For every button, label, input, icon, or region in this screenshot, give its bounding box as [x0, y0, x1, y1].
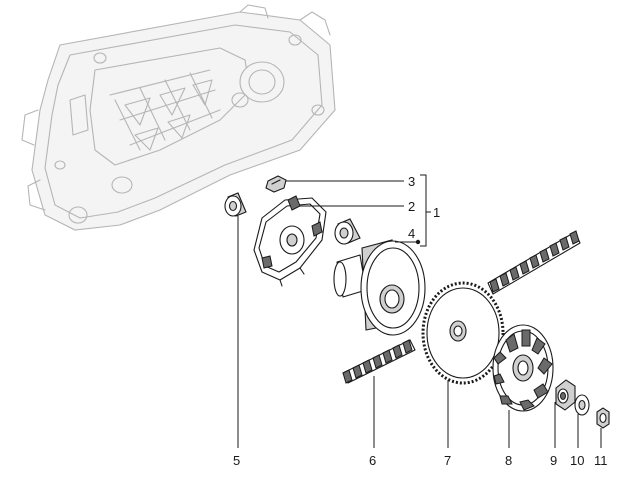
callout-1: 1 [433, 205, 440, 220]
washer-part-10 [574, 394, 590, 416]
fan-pulley-part-8 [492, 324, 554, 412]
drive-belt-part-6 [342, 339, 416, 384]
drive-belt-upper [487, 230, 581, 295]
callout-9: 9 [550, 453, 557, 468]
roller-part-5 [224, 192, 247, 217]
variator-pulley-part-4 [333, 239, 426, 336]
roller-near-pulley [334, 218, 361, 245]
callout-labels: 1 2 3 4 5 6 7 8 9 10 11 [233, 174, 608, 468]
callout-4: 4 [408, 226, 415, 241]
nut-part-9 [555, 379, 576, 411]
ramp-plate-part-2 [253, 195, 327, 287]
callout-8: 8 [505, 453, 512, 468]
slide-piece-part-3 [265, 175, 287, 193]
callout-6: 6 [369, 453, 376, 468]
callout-7: 7 [444, 453, 451, 468]
callout-10: 10 [570, 453, 584, 468]
leader-lines [237, 174, 602, 448]
callout-11: 11 [594, 453, 608, 468]
ring-gear-part-7 [421, 281, 505, 385]
callout-3: 3 [408, 174, 415, 189]
nut-part-11 [596, 407, 610, 429]
crankcase-ghost-outline [21, 4, 336, 231]
callout-5: 5 [233, 453, 240, 468]
callout-2: 2 [408, 199, 415, 214]
